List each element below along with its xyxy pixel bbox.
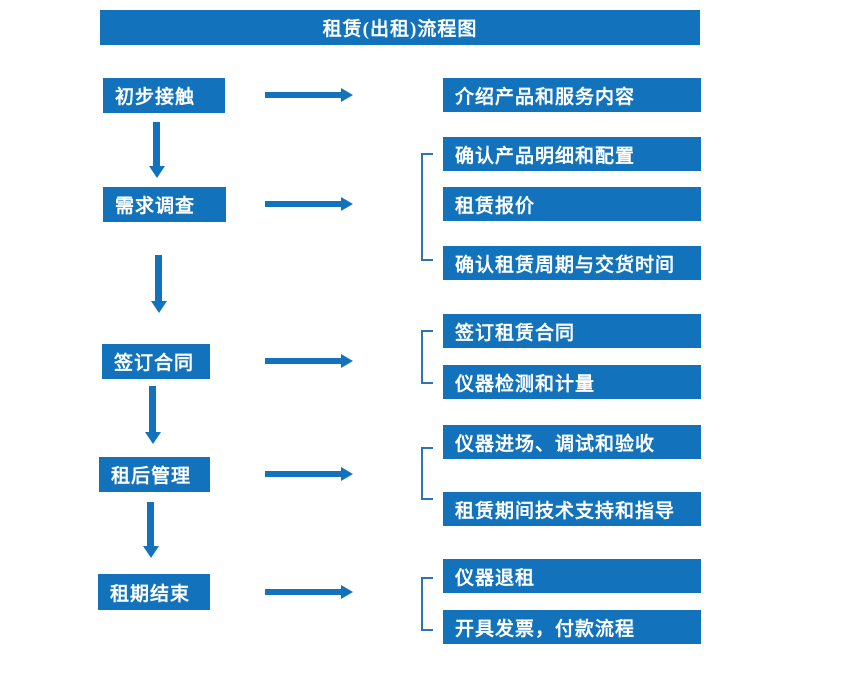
detail-box-introduce-services: 介绍产品和服务内容 — [443, 78, 701, 112]
arrow-head — [151, 301, 167, 313]
down-arrow-step2-to-step3-icon — [151, 255, 167, 313]
detail-box-instrument-return: 仪器退租 — [443, 559, 701, 593]
detail-box-invoice-payment: 开具发票，付款流程 — [443, 610, 701, 644]
detail-box-instrument-testing: 仪器检测和计量 — [443, 365, 701, 399]
detail-box-confirm-period-delivery: 确认租赁周期与交货时间 — [443, 246, 701, 280]
down-arrow-step1-to-step2-icon — [149, 122, 165, 178]
arrow-head — [341, 88, 353, 102]
detail-box-rental-tech-support: 租赁期间技术支持和指导 — [443, 492, 701, 526]
right-arrow-step1-icon — [265, 88, 353, 102]
right-arrow-step4-icon — [265, 467, 353, 481]
flowchart-title: 租赁(出租)流程图 — [322, 19, 478, 40]
down-arrow-step4-to-step5-icon — [143, 502, 159, 558]
detail-box-confirm-product-config: 确认产品明细和配置 — [443, 137, 701, 171]
arrow-head — [149, 166, 165, 178]
step-box-post-rental-management: 租后管理 — [99, 457, 210, 492]
arrow-shaft — [147, 502, 154, 547]
right-arrow-step2-icon — [265, 197, 353, 211]
arrow-head — [341, 585, 353, 599]
arrow-head — [341, 197, 353, 211]
arrow-shaft — [265, 471, 341, 477]
right-arrow-step3-icon — [265, 354, 353, 368]
down-arrow-step3-to-step4-icon — [145, 386, 161, 444]
arrow-head — [341, 467, 353, 481]
step-box-rental-end: 租期结束 — [98, 574, 210, 610]
step-box-demand-survey: 需求调查 — [103, 187, 226, 222]
flowchart-title-bar: 租赁(出租)流程图 — [100, 10, 700, 45]
bracket-step2-details — [421, 153, 433, 261]
bracket-step5-details — [421, 577, 433, 631]
arrow-shaft — [149, 386, 156, 433]
step-box-sign-contract: 签订合同 — [102, 344, 210, 379]
bracket-step3-details — [421, 330, 433, 384]
step-box-initial-contact: 初步接触 — [103, 78, 225, 113]
right-arrow-step5-icon — [265, 585, 353, 599]
detail-box-sign-rental-contract: 签订租赁合同 — [443, 314, 701, 348]
arrow-shaft — [265, 201, 341, 207]
detail-box-instrument-setup-acceptance: 仪器进场、调试和验收 — [443, 425, 701, 459]
arrow-shaft — [265, 589, 341, 595]
detail-box-rental-quote: 租赁报价 — [443, 187, 701, 221]
arrow-shaft — [153, 122, 160, 167]
arrow-head — [143, 546, 159, 558]
arrow-head — [145, 432, 161, 444]
arrow-head — [341, 354, 353, 368]
bracket-step4-details — [421, 447, 433, 500]
arrow-shaft — [265, 92, 341, 98]
arrow-shaft — [155, 255, 162, 302]
arrow-shaft — [265, 358, 341, 364]
